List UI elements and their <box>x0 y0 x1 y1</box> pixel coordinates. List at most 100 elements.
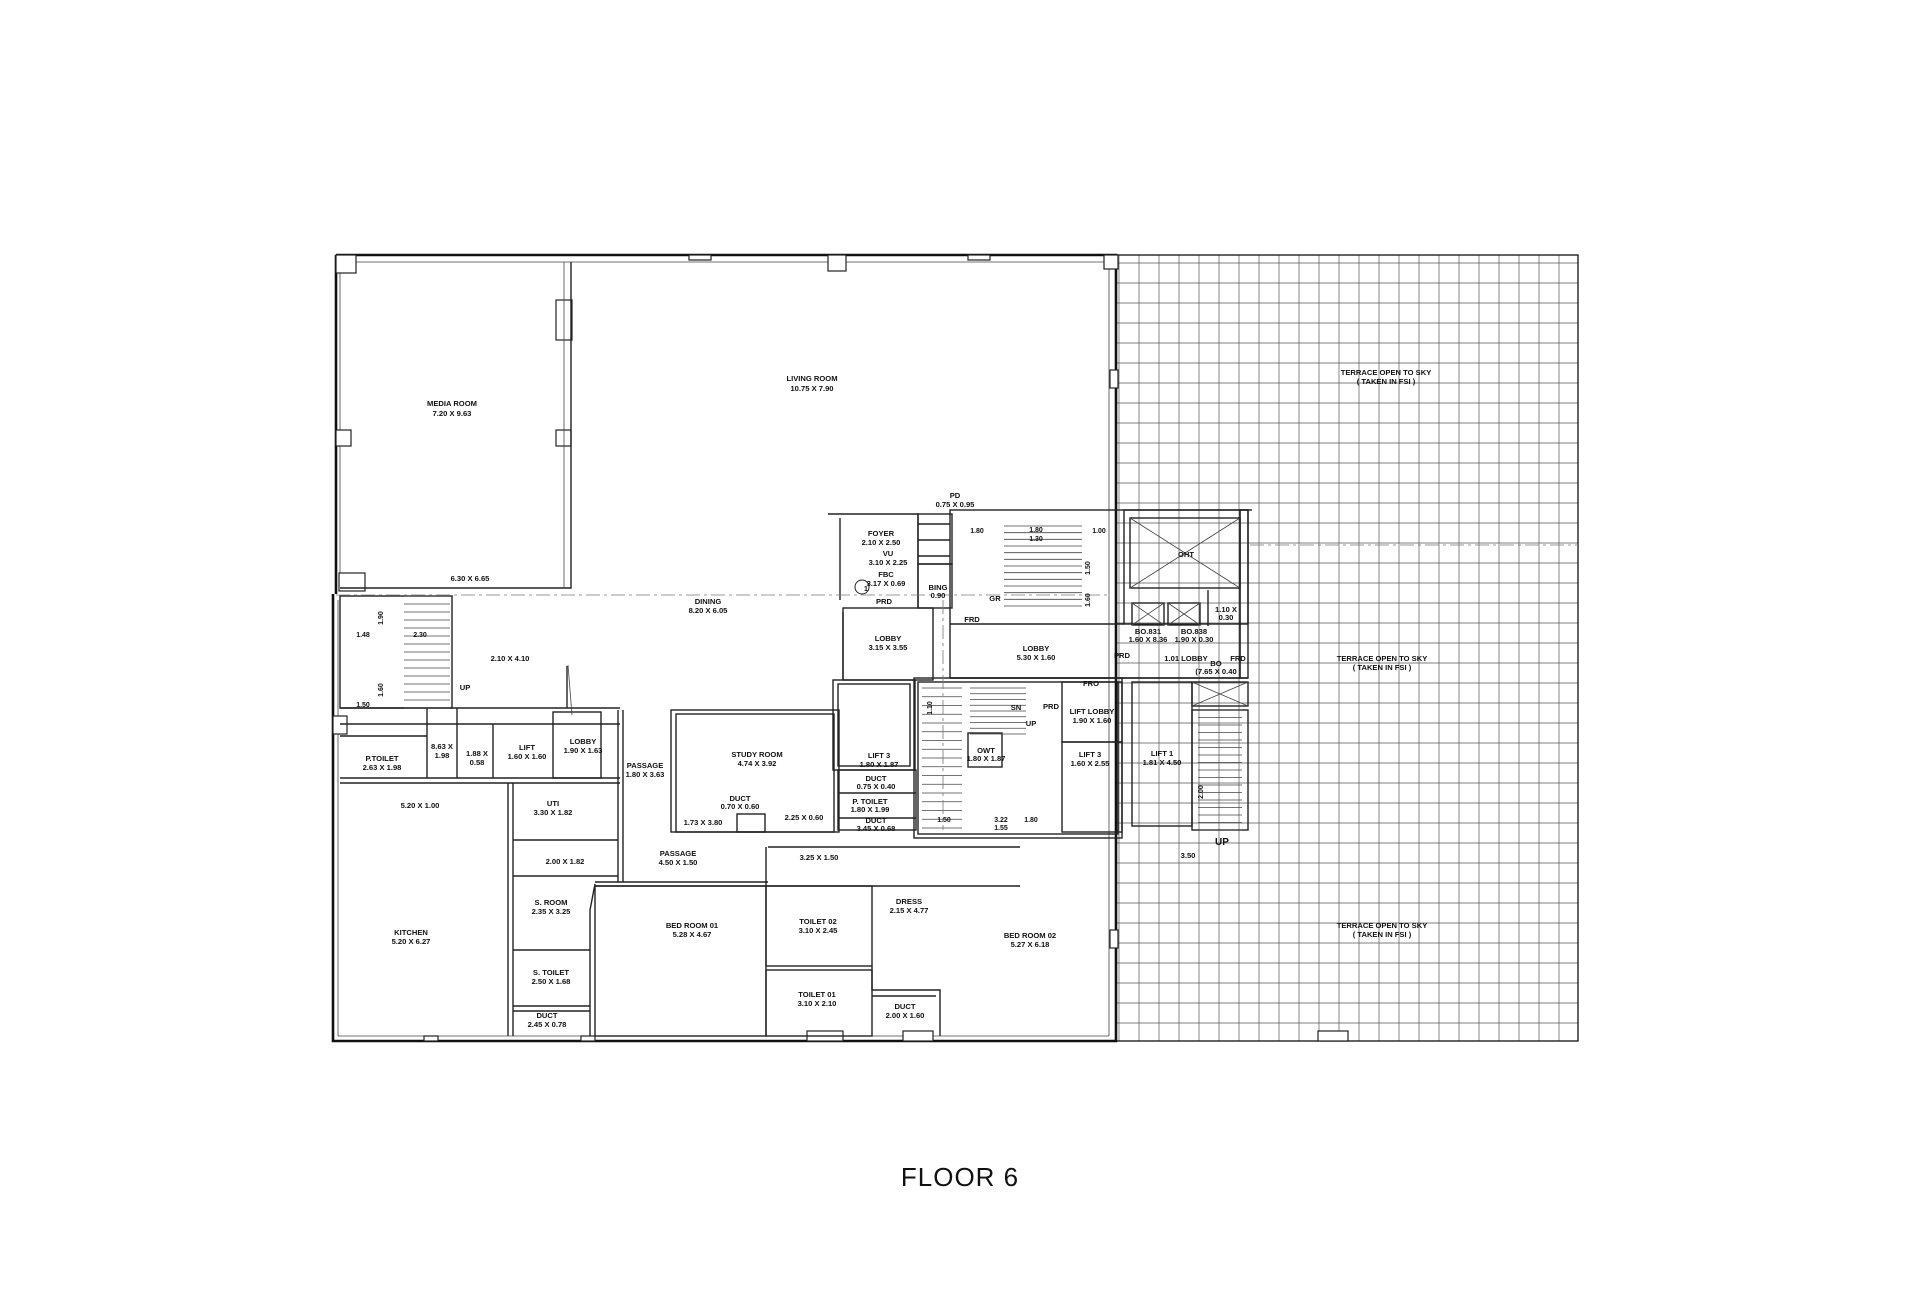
svg-text:TERRACE OPEN TO SKY( TAKEN IN: TERRACE OPEN TO SKY( TAKEN IN FSI ) <box>1337 654 1428 672</box>
dimension-labels: 1.80 1.80 1.30 1.00 1.48 2.30 1.50 3.22 … <box>356 527 1205 832</box>
svg-text:1.80: 1.80 <box>1029 527 1043 534</box>
oht-label: OHT <box>1178 550 1194 559</box>
svg-text:1.60: 1.60 <box>1085 593 1092 607</box>
foyer-label: FOYER <box>868 529 895 538</box>
svg-text:1.01 LOBBY: 1.01 LOBBY <box>1164 654 1207 663</box>
media-room-label: MEDIA ROOM <box>427 399 477 408</box>
terrace-grid <box>1116 255 1578 1041</box>
svg-text:TOILET 013.10 X 2.10: TOILET 013.10 X 2.10 <box>798 990 837 1008</box>
svg-text:1.30: 1.30 <box>1029 536 1043 543</box>
svg-text:PRD: PRD <box>1114 651 1131 660</box>
svg-text:1.10: 1.10 <box>927 701 934 715</box>
svg-text:1.48: 1.48 <box>356 632 370 639</box>
svg-text:5.20 X 1.00: 5.20 X 1.00 <box>401 801 440 810</box>
svg-text:1.88 X0.58: 1.88 X0.58 <box>466 749 488 767</box>
svg-text:FRD: FRD <box>1230 654 1246 663</box>
svg-text:UP: UP <box>1026 719 1037 728</box>
svg-text:3.50: 3.50 <box>1181 851 1196 860</box>
study-room-label: STUDY ROOM <box>731 750 782 759</box>
svg-text:1.80: 1.80 <box>970 528 984 535</box>
svg-text:UP: UP <box>460 683 471 692</box>
svg-text:LIFT 31.80 X 1.87: LIFT 31.80 X 1.87 <box>860 751 899 769</box>
outer-walls <box>331 253 1118 1043</box>
terrace-bottom-label: TERRACE OPEN TO SKY <box>1337 921 1428 930</box>
stairs <box>404 525 1242 831</box>
svg-text:LIFT 11.81 X 4.50: LIFT 11.81 X 4.50 <box>1143 749 1182 767</box>
svg-text:TERRACE OPEN TO SKY( TAKEN IN: TERRACE OPEN TO SKY( TAKEN IN FSI ) <box>1341 368 1432 386</box>
svg-text:1.80: 1.80 <box>1024 817 1038 824</box>
svg-text:2.30: 2.30 <box>413 632 427 639</box>
svg-text:LIFT 31.60 X 2.55: LIFT 31.60 X 2.55 <box>1071 750 1111 768</box>
svg-text:6.30 X 6.65: 6.30 X 6.65 <box>451 574 491 583</box>
svg-text:PRD: PRD <box>876 597 893 606</box>
svg-text:BED ROOM 025.27 X 6.18: BED ROOM 025.27 X 6.18 <box>1004 931 1056 949</box>
svg-text:GR: GR <box>989 594 1001 603</box>
svg-text:TERRACE OPEN TO SKY( TAKEN IN: TERRACE OPEN TO SKY( TAKEN IN FSI ) <box>1337 921 1428 939</box>
svg-text:1.10 X0.30: 1.10 X0.30 <box>1215 605 1237 622</box>
svg-text:2.00 X 1.82: 2.00 X 1.82 <box>546 857 585 866</box>
svg-text:FRO: FRO <box>1083 679 1099 688</box>
svg-text:1.50: 1.50 <box>356 702 370 709</box>
lobby-label: LOBBY <box>875 634 902 643</box>
terrace-mid-label: TERRACE OPEN TO SKY <box>1337 654 1428 663</box>
svg-text:2.00: 2.00 <box>1198 785 1205 799</box>
dining-label: DINING <box>695 597 722 606</box>
svg-text:SN: SN <box>1011 703 1022 712</box>
svg-text:1.50: 1.50 <box>937 817 951 824</box>
svg-text:3.22: 3.22 <box>994 817 1008 824</box>
svg-text:PD0.75 X 0.95: PD0.75 X 0.95 <box>936 491 976 509</box>
section-lines <box>336 544 1578 830</box>
svg-text:1.60: 1.60 <box>378 683 385 697</box>
bed-room-01-label: BED ROOM 01 <box>666 921 719 930</box>
floor-title: FLOOR 6 <box>900 1162 1020 1192</box>
svg-text:BO(7.65 X 0.40: BO(7.65 X 0.40 <box>1195 659 1236 676</box>
svg-text:1: 1 <box>864 586 868 593</box>
svg-text:3.25 X 1.50: 3.25 X 1.50 <box>800 853 839 862</box>
svg-text:UP: UP <box>1215 837 1229 848</box>
svg-text:1.90: 1.90 <box>378 611 385 625</box>
svg-text:1.50: 1.50 <box>1085 561 1092 575</box>
svg-text:2.25 X 0.60: 2.25 X 0.60 <box>785 813 824 822</box>
svg-text:VU3.10 X 2.25: VU3.10 X 2.25 <box>869 549 909 567</box>
svg-text:8.63 X1.98: 8.63 X1.98 <box>431 742 453 760</box>
terrace-top-label: TERRACE OPEN TO SKY <box>1341 368 1432 377</box>
svg-text:FRD: FRD <box>964 615 980 624</box>
svg-text:1.55: 1.55 <box>994 825 1008 832</box>
svg-text:PRD: PRD <box>1043 702 1060 711</box>
svg-text:1.73 X 3.80: 1.73 X 3.80 <box>684 818 723 827</box>
svg-text:BED ROOM 015.28 X 4.67: BED ROOM 015.28 X 4.67 <box>666 921 719 939</box>
kitchen-label: KITCHEN <box>394 928 428 937</box>
svg-text:2.10 X 4.10: 2.10 X 4.10 <box>491 654 530 663</box>
svg-text:1.00: 1.00 <box>1092 528 1106 535</box>
bed-room-02-label: BED ROOM 02 <box>1004 931 1056 940</box>
